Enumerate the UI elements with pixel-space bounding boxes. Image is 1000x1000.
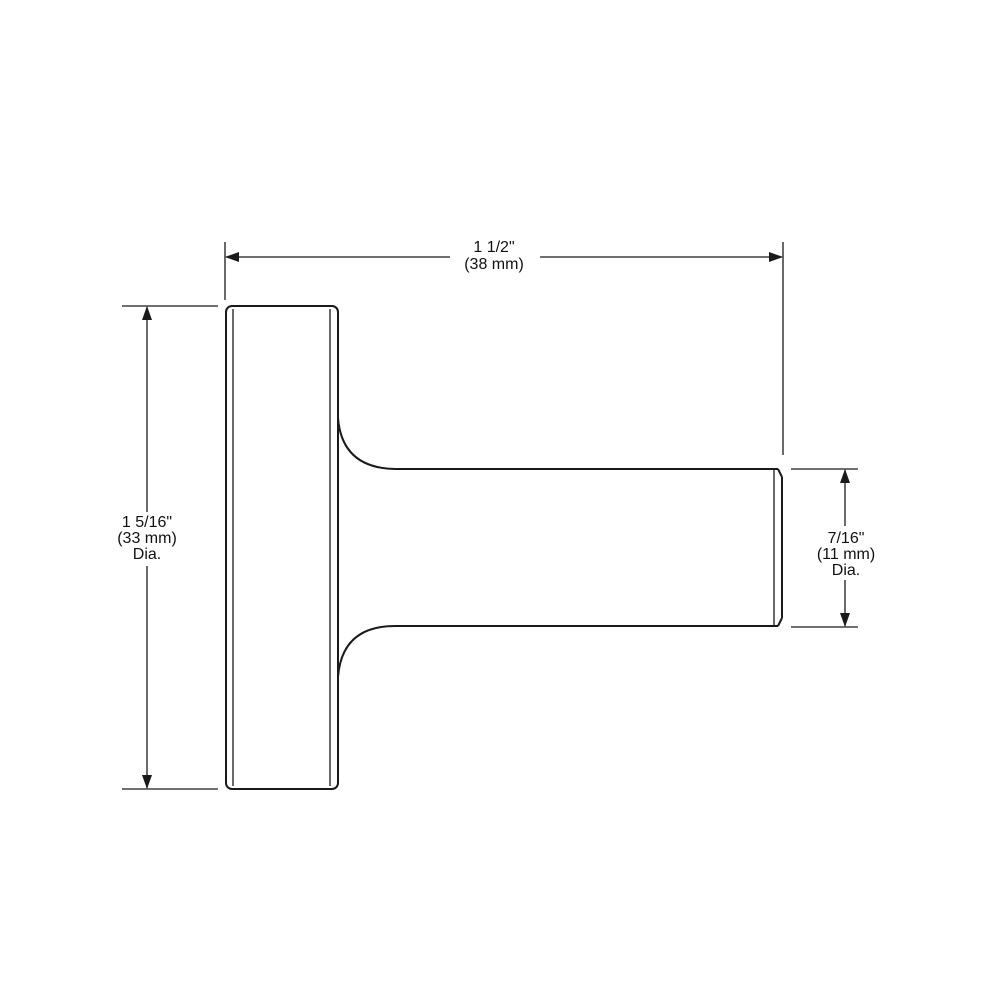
- post-diameter-metric: (11 mm): [817, 546, 875, 563]
- base-diameter-dimension: 1 5/16" (33 mm) Dia.: [117, 305, 218, 790]
- overall-length-metric: (38 mm): [464, 256, 524, 273]
- post-diameter-note: Dia.: [832, 562, 860, 579]
- post-diameter-dimension: 7/16" (11 mm) Dia.: [791, 468, 875, 628]
- base-diameter-note: Dia.: [133, 546, 161, 563]
- knob-post: [337, 417, 783, 678]
- post-diameter-imperial: 7/16": [828, 530, 865, 547]
- overall-length-imperial: 1 1/2": [473, 239, 514, 256]
- base-diameter-imperial: 1 5/16": [122, 514, 172, 531]
- overall-length-dimension: 1 1/2" (38 mm): [224, 239, 784, 455]
- base-plate: [225, 305, 339, 790]
- base-diameter-metric: (33 mm): [117, 530, 177, 547]
